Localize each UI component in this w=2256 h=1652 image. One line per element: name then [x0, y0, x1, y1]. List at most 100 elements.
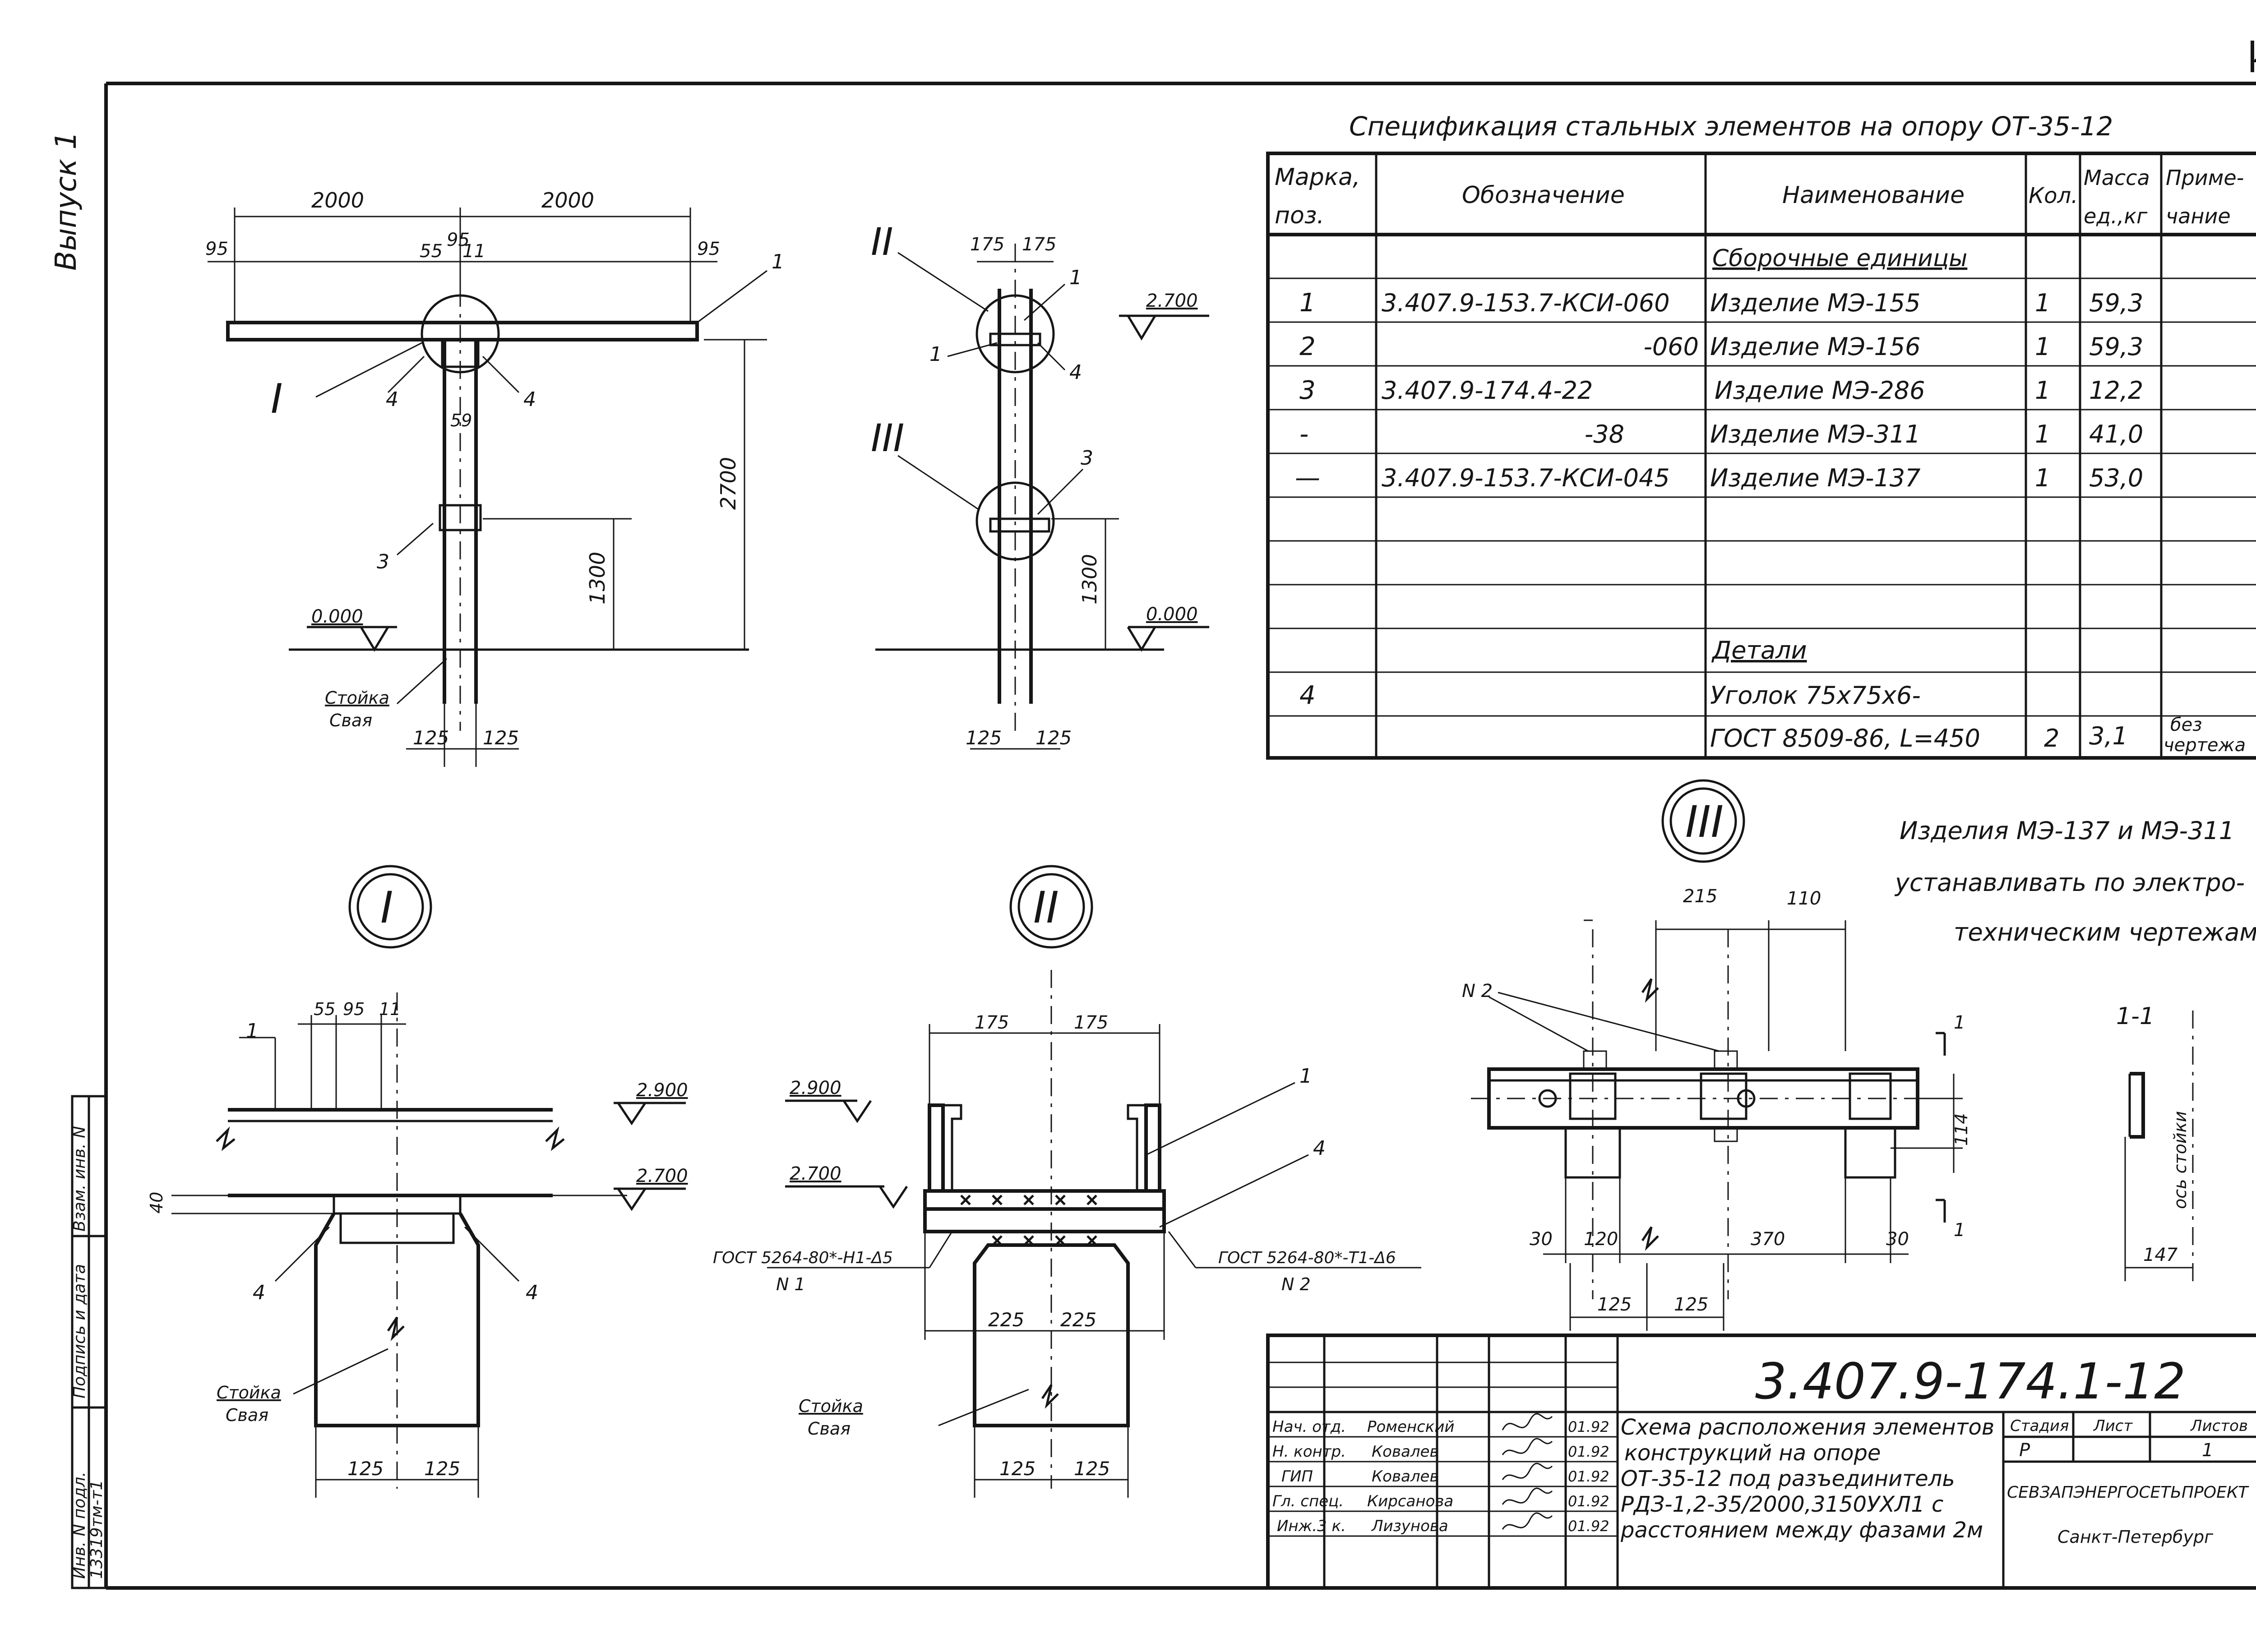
section-11-title: 1-1	[2116, 1003, 2154, 1030]
spec-header-designation: Обозначение	[1462, 182, 1625, 209]
main-dim-125-left: 125	[413, 727, 449, 749]
page-number: 20	[2254, 36, 2256, 69]
main-pile-label: Свая	[329, 711, 372, 730]
main-dim-2700: 2700	[716, 457, 740, 510]
spec-row: - -38 Изделие МЭ-311 1 41,0	[1299, 420, 2143, 449]
detail-I-dim-95: 95	[343, 999, 365, 1019]
side-callout-4: 4	[1069, 361, 1082, 384]
detail-II-dim-225-right: 225	[1060, 1309, 1096, 1331]
tb-date: 01.92	[1568, 1418, 1609, 1435]
tb-role: Инж.3 к.	[1277, 1517, 1346, 1535]
spec-header-qty: Кол.	[2029, 183, 2078, 208]
detail-II-weld-right: ГОСТ 5264-80*-Т1-Δ6	[1218, 1249, 1396, 1267]
detail-II-weld-left-id: N 1	[776, 1274, 805, 1294]
main-front-view	[208, 208, 767, 767]
detail-I-callout-1: 1	[246, 1020, 259, 1043]
svg-text:41,0: 41,0	[2089, 420, 2143, 448]
weld-marks	[960, 1195, 1097, 1246]
detail-III-dim-370: 370	[1751, 1229, 1785, 1250]
spec-detail-name-2: ГОСТ 8509-86, L=450	[1710, 724, 1980, 752]
spec-header-mass-2: ед.,кг	[2084, 204, 2148, 228]
tb-stage-label: Стадия	[2010, 1417, 2069, 1435]
svg-text:59,3: 59,3	[2089, 332, 2143, 361]
spec-detail-name-1: Уголок 75х75х6-	[1710, 681, 1921, 710]
detail-II-callout-1: 1	[1299, 1065, 1312, 1088]
spec-row: 3 3.407.9-174.4-22 Изделие МЭ-286 1 12,2	[1299, 376, 2143, 405]
spec-table-grid	[1266, 152, 2256, 760]
spec-section-details: Детали	[1711, 636, 1807, 664]
note-line-3: техническим чертежам.	[1954, 918, 2256, 946]
detail-II-level-2700: 2.700	[790, 1163, 841, 1184]
detail-II-post-label: Стойка	[799, 1396, 863, 1416]
left-stamp-strip	[71, 1095, 107, 1589]
detail-III-dim-215: 215	[1683, 886, 1717, 907]
detail-II-weld-right-id: N 2	[1281, 1274, 1311, 1294]
detail-I-level-2900: 2.900	[636, 1080, 688, 1101]
svg-text:Изделие МЭ-156: Изделие МЭ-156	[1710, 332, 1921, 361]
note-line-1: Изделия МЭ-137 и МЭ-311	[1900, 817, 2234, 845]
side-dim-125-right: 125	[1036, 727, 1072, 749]
side-dim-175-left: 175	[970, 234, 1004, 255]
detail-I-callout-4-left: 4	[253, 1281, 265, 1304]
detail-II-dim-225-left: 225	[988, 1309, 1024, 1331]
detail-I-dim-40: 40	[147, 1192, 166, 1214]
svg-text:-060: -060	[1643, 332, 1699, 361]
detail-I-dim-55: 55	[314, 999, 335, 1019]
svg-text:2: 2	[1299, 332, 1316, 361]
detail-I-post-label: Стойка	[217, 1383, 281, 1403]
tb-title-line-2: конструкций на опоре	[1624, 1440, 1881, 1466]
spec-row: 1 3.407.9-153.7-КСИ-060 Изделие МЭ-155 1…	[1299, 288, 2143, 318]
detail-III-mark: III	[1685, 797, 1724, 847]
spec-section-assemblies: Сборочные единицы	[1712, 245, 1967, 272]
main-post-label: Стойка	[325, 688, 389, 708]
detail-II-level-2900: 2.900	[790, 1078, 841, 1098]
side-dim-125-left: 125	[966, 727, 1002, 749]
detail-I-callout-4-right: 4	[526, 1281, 538, 1304]
detail-II-dim-125-right: 125	[1074, 1458, 1110, 1480]
detail-III-weld-id: N 2	[1462, 981, 1493, 1001]
svg-text:Изделие МЭ-311: Изделие МЭ-311	[1710, 420, 1921, 448]
detail-I	[171, 865, 686, 1498]
section-11-axis-label: ось стойки	[2170, 1111, 2190, 1209]
signature-scribbles	[1502, 1413, 1553, 1530]
stamp-inv-no-value: 13319тм-т1	[88, 1480, 106, 1579]
detail-III-dim-125-right: 125	[1674, 1294, 1708, 1315]
main-dim-55: 55	[420, 241, 443, 262]
detail-III-dim-30-right: 30	[1886, 1229, 1909, 1250]
detail-II-callout-4: 4	[1313, 1137, 1326, 1160]
svg-text:1: 1	[2035, 420, 2050, 448]
spec-detail-mark: 4	[1299, 681, 1316, 710]
spec-header-note-2: чание	[2166, 204, 2231, 228]
spec-detail-note-1: без	[2170, 715, 2202, 735]
tb-title-line-5: расстоянием между фазами 2м	[1620, 1518, 1983, 1543]
side-level-top: 2.700	[1146, 291, 1198, 311]
detail-II-dim-125-left: 125	[999, 1458, 1036, 1480]
svg-text:1: 1	[2035, 332, 2050, 361]
svg-text:53,0: 53,0	[2089, 464, 2143, 492]
detail-III-dim-30-left: 30	[1530, 1229, 1553, 1250]
detail-III-dim-114: 114	[1951, 1113, 1971, 1146]
detail-I-level-2700: 2.700	[636, 1166, 688, 1186]
tb-sheet-label: Лист	[2093, 1417, 2133, 1435]
tb-title-line-4: РДЗ-1,2-35/2000,3150УХЛ1 с	[1621, 1492, 1943, 1517]
detail-II-pile-label: Свая	[808, 1419, 851, 1439]
svg-text:—: —	[1295, 463, 1320, 493]
main-callout-4-left: 4	[386, 388, 398, 411]
detail-I-pile-label: Свая	[226, 1405, 268, 1425]
tb-date: 01.92	[1568, 1518, 1609, 1535]
spec-header-mark-2: поз.	[1275, 202, 1324, 229]
detail-II-dim-175-right: 175	[1074, 1012, 1108, 1033]
svg-text:12,2: 12,2	[2089, 376, 2143, 405]
doc-number: 3.407.9-174.1-12	[1755, 1352, 2186, 1410]
side-section-mark-II: II	[871, 220, 893, 264]
svg-text:1: 1	[1299, 288, 1316, 318]
tb-date: 01.92	[1568, 1443, 1609, 1460]
side-section-mark-III: III	[871, 416, 904, 460]
detail-I-dim-125-right: 125	[424, 1458, 460, 1480]
detail-III	[1471, 779, 1963, 1331]
detail-I-dim-125-left: 125	[347, 1458, 384, 1480]
svg-text:Изделие МЭ-137: Изделие МЭ-137	[1710, 464, 1921, 492]
main-dim-2000-right: 2000	[541, 188, 594, 212]
spec-detail-qty: 2	[2044, 724, 2059, 752]
